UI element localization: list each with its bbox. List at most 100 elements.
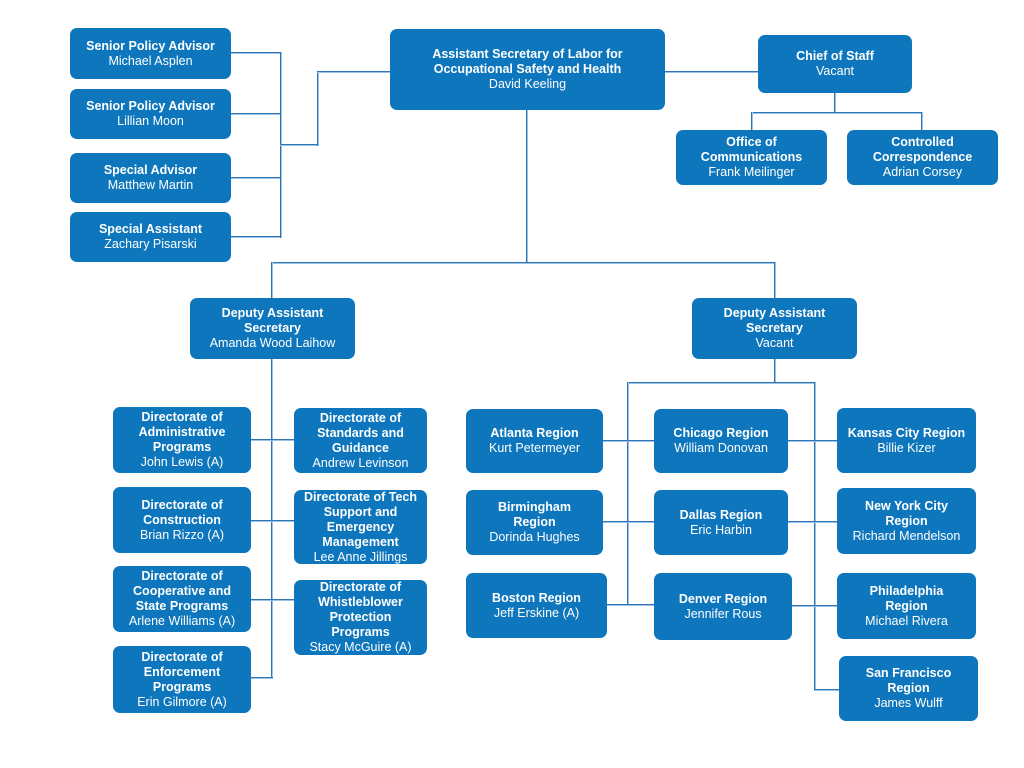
connector-line <box>834 93 836 114</box>
node-title: Dallas Region <box>679 507 763 522</box>
node-title: Directorate of Tech Support and Emergenc… <box>304 490 417 549</box>
connector-line <box>788 521 837 523</box>
connector-line <box>317 71 319 146</box>
org-node-special-advisor: Special Advisor Matthew Martin <box>70 153 231 203</box>
org-node-office-of-communications: Office of Communications Frank Meilinger <box>676 130 827 185</box>
org-node-chicago-region: Chicago Region William Donovan <box>654 409 788 473</box>
node-person: John Lewis (A) <box>140 455 224 469</box>
connector-line <box>231 113 281 115</box>
connector-line <box>814 382 816 691</box>
org-node-birmingham-region: Birmingham Region Dorinda Hughes <box>466 490 603 555</box>
node-person: Amanda Wood Laihow <box>209 336 336 350</box>
node-person: Vacant <box>755 336 794 350</box>
org-node-philadelphia-region: Philadelphia Region Michael Rivera <box>837 573 976 639</box>
node-title: Atlanta Region <box>490 426 579 440</box>
node-title: Directorate of Whistleblower Protection … <box>318 580 403 639</box>
node-person: Lee Anne Jillings <box>313 549 408 564</box>
connector-line <box>792 605 837 607</box>
connector-line <box>607 604 654 606</box>
connector-line <box>317 71 390 73</box>
node-person: Matthew Martin <box>107 178 194 192</box>
org-node-assistant-secretary: Assistant Secretary of Labor for Occupat… <box>390 29 665 110</box>
node-title: Special Advisor <box>103 163 198 177</box>
connector-line <box>774 359 776 384</box>
connector-line <box>271 359 273 679</box>
node-title: Chief of Staff <box>796 49 874 63</box>
node-person: Billie Kizer <box>877 440 936 455</box>
node-person: Stacy McGuire (A) <box>309 640 412 654</box>
org-node-directorate-whistleblower-protection-programs: Directorate of Whistleblower Protection … <box>294 580 427 655</box>
node-title: Birmingham Region <box>498 500 571 529</box>
org-node-directorate-tech-support-emergency-management: Directorate of Tech Support and Emergenc… <box>294 490 427 564</box>
connector-line <box>814 689 839 691</box>
node-title: Directorate of Administrative Programs <box>138 410 226 454</box>
node-person: Vacant <box>816 64 854 78</box>
org-node-special-assistant: Special Assistant Zachary Pisarski <box>70 212 231 262</box>
node-person: Dorinda Hughes <box>489 530 580 544</box>
connector-line <box>250 520 294 522</box>
node-person: Erin Gilmore (A) <box>137 694 227 709</box>
org-node-directorate-enforcement-programs: Directorate of Enforcement Programs Erin… <box>113 646 251 713</box>
node-title: San Francisco Region <box>865 666 952 695</box>
connector-line <box>250 677 273 679</box>
node-title: Senior Policy Advisor <box>86 99 215 113</box>
org-node-kansas-city-region: Kansas City Region Billie Kizer <box>837 408 976 473</box>
node-person: Brian Rizzo (A) <box>139 527 225 542</box>
org-node-directorate-construction: Directorate of Construction Brian Rizzo … <box>113 487 251 553</box>
node-title: Boston Region <box>492 590 581 605</box>
node-person: Andrew Levinson <box>312 455 409 470</box>
org-node-directorate-cooperative-state-programs: Directorate of Cooperative and State Pro… <box>113 566 251 632</box>
node-title: Deputy Assistant Secretary <box>221 306 324 335</box>
connector-line <box>231 177 281 179</box>
node-title: Office of Communications <box>700 135 803 164</box>
connector-line <box>627 382 629 605</box>
connector-line <box>921 112 923 131</box>
node-title: New York City Region <box>865 498 948 528</box>
connector-line <box>774 262 776 298</box>
org-node-chief-of-staff: Chief of Staff Vacant <box>758 35 912 93</box>
node-title: Directorate of Enforcement Programs <box>141 649 223 694</box>
node-title: Special Assistant <box>98 222 203 236</box>
org-node-boston-region: Boston Region Jeff Erskine (A) <box>466 573 607 638</box>
node-person: James Wulff <box>874 696 943 710</box>
node-title: Deputy Assistant Secretary <box>723 306 826 335</box>
org-node-controlled-correspondence: Controlled Correspondence Adrian Corsey <box>847 130 998 185</box>
node-title: Directorate of Standards and Guidance <box>317 410 404 455</box>
connector-line <box>271 262 273 298</box>
node-person: Frank Meilinger <box>708 165 795 179</box>
node-person: Kurt Petermeyer <box>488 441 580 455</box>
org-node-senior-policy-advisor-1: Senior Policy Advisor Michael Asplen <box>70 28 231 79</box>
connector-line <box>250 439 294 441</box>
connector-line <box>627 382 816 384</box>
org-node-new-york-city-region: New York City Region Richard Mendelson <box>837 488 976 554</box>
node-title: Controlled Correspondence <box>872 135 973 164</box>
node-title: Chicago Region <box>673 426 769 440</box>
node-person: Richard Mendelson <box>852 528 961 543</box>
org-node-dallas-region: Dallas Region Eric Harbin <box>654 490 788 555</box>
node-person: William Donovan <box>674 441 768 455</box>
org-node-deputy-assistant-secretary-2: Deputy Assistant Secretary Vacant <box>692 298 857 359</box>
org-node-atlanta-region: Atlanta Region Kurt Petermeyer <box>466 409 603 473</box>
connector-line <box>280 144 319 146</box>
connector-line <box>665 71 758 73</box>
connector-line <box>751 112 922 114</box>
connector-line <box>603 521 654 523</box>
org-node-directorate-standards-guidance: Directorate of Standards and Guidance An… <box>294 408 427 473</box>
org-node-san-francisco-region: San Francisco Region James Wulff <box>839 656 978 721</box>
node-title: Philadelphia Region <box>869 583 944 613</box>
node-title: Kansas City Region <box>847 425 966 440</box>
node-person: Jeff Erskine (A) <box>493 605 580 620</box>
node-title: Senior Policy Advisor <box>86 38 215 53</box>
connector-line <box>271 262 776 264</box>
connector-line <box>526 110 528 264</box>
connector-line <box>231 52 281 54</box>
node-person: Jennifer Rous <box>684 606 762 621</box>
node-title: Assistant Secretary of Labor for Occupat… <box>432 47 623 76</box>
connector-line <box>603 440 654 442</box>
node-title: Directorate of Construction <box>141 497 223 527</box>
node-person: Zachary Pisarski <box>104 237 197 251</box>
node-person: Adrian Corsey <box>882 165 963 179</box>
connector-line <box>751 112 753 131</box>
org-node-directorate-administrative-programs: Directorate of Administrative Programs J… <box>113 407 251 473</box>
